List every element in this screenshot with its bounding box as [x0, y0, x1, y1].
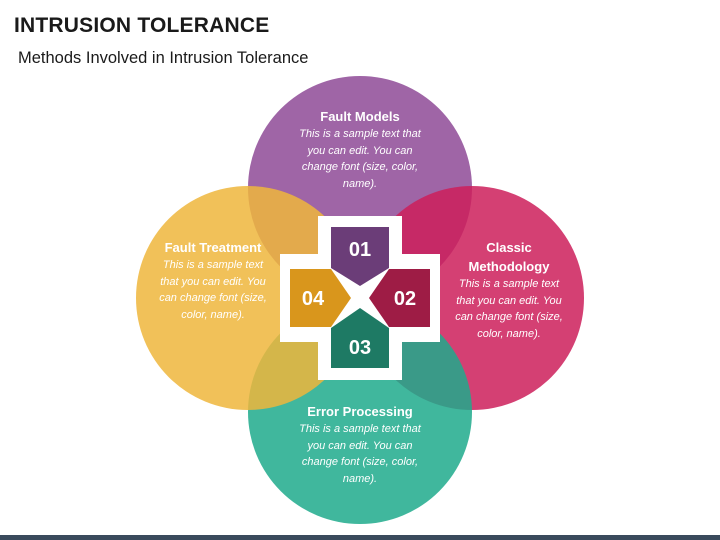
petal-left — [136, 186, 360, 410]
page-subtitle: Methods Involved in Intrusion Tolerance — [18, 49, 309, 67]
number-shape-03 — [331, 308, 389, 368]
number-03: 03 — [349, 337, 371, 359]
petal-bottom-text: Error Processing This is a sample text t… — [290, 402, 430, 487]
center-cross — [280, 216, 440, 380]
bottom-bar — [0, 535, 720, 540]
number-shape-04 — [290, 269, 351, 327]
petal-left-text: Fault Treatment This is a sample text th… — [157, 238, 269, 323]
petal-top-text: Fault Models This is a sample text that … — [290, 107, 430, 192]
page-title: INTRUSION TOLERANCE — [14, 14, 270, 37]
petal-left-title: Fault Treatment — [164, 240, 262, 255]
number-01: 01 — [349, 239, 371, 261]
petal-left-body: This is a sample text that you can edit.… — [159, 259, 267, 321]
petal-bottom-title: Error Processing — [307, 404, 413, 419]
number-shape-02 — [369, 269, 430, 327]
petal-bottom-body: This is a sample text that you can edit.… — [299, 423, 421, 485]
petal-right-text: Classic Methodology This is a sample tex… — [454, 238, 564, 342]
petal-right-body: This is a sample text that you can edit.… — [455, 278, 563, 340]
number-04: 04 — [302, 288, 325, 310]
number-shape-01 — [331, 227, 389, 286]
petal-right-title: Classic Methodology — [468, 240, 550, 274]
petal-top-body: This is a sample text that you can edit.… — [299, 128, 421, 190]
petal-top-title: Fault Models — [320, 109, 400, 124]
number-02: 02 — [394, 288, 416, 310]
